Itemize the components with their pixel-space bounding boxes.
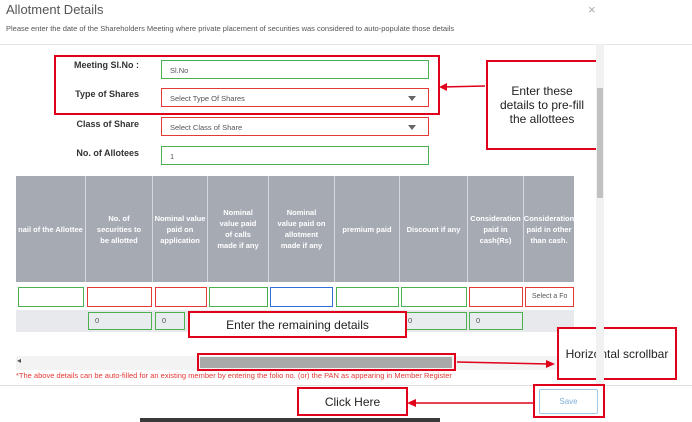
- nominal-application-input[interactable]: [155, 287, 207, 307]
- consideration-other-select[interactable]: Select a Fo: [525, 287, 574, 307]
- nominal-allotment-input[interactable]: [270, 287, 333, 307]
- class-of-share-value: Select Class of Share: [170, 123, 243, 132]
- header-no-of-securities: No. of securities to be allotted: [86, 176, 153, 282]
- class-of-share-select[interactable]: Select Class of Share: [161, 117, 429, 136]
- no-of-securities-input[interactable]: [87, 287, 152, 307]
- nominal-calls-input[interactable]: [209, 287, 268, 307]
- prefill-arrow: [439, 83, 486, 91]
- type-of-shares-select[interactable]: Select Type Of Shares: [161, 88, 429, 107]
- prefill-callout: Enter these details to pre-fill the allo…: [486, 60, 598, 150]
- class-of-share-label: Class of Share: [76, 119, 139, 129]
- footer-divider: [0, 385, 692, 386]
- prefill-highlight-box: [54, 55, 440, 115]
- save-button[interactable]: Save: [539, 389, 598, 414]
- header-nominal-value-application: Nominal value paid on application: [153, 176, 208, 282]
- table-header: [16, 176, 574, 282]
- header-divider: [0, 44, 692, 45]
- no-of-allotees-label: No. of Allotees: [76, 148, 139, 158]
- total-nominal-application: 0: [155, 312, 185, 330]
- total-consideration-cash: 0: [469, 312, 523, 330]
- header-nominal-value-calls: Nominal value paid of calls made if any: [208, 176, 269, 282]
- horizontal-scrollbar-thumb[interactable]: [200, 357, 452, 368]
- chevron-down-icon: [408, 96, 416, 101]
- discount-input[interactable]: [401, 287, 467, 307]
- autofill-footnote: *The above details can be auto-filled fo…: [16, 371, 452, 380]
- consideration-cash-input[interactable]: [469, 287, 523, 307]
- meeting-sl-no-input[interactable]: Sl.No: [161, 60, 429, 79]
- header-nominal-value-allotment: Nominal value paid on allotment made if …: [269, 176, 335, 282]
- no-of-allotees-input[interactable]: 1: [161, 146, 429, 165]
- total-discount: 0: [401, 312, 467, 330]
- type-of-shares-label: Type of Shares: [75, 89, 139, 99]
- header-email-of-allottee: nail of the Allottee: [16, 176, 86, 282]
- vertical-scrollbar[interactable]: [596, 44, 604, 384]
- save-highlight-box: [533, 384, 605, 418]
- chevron-down-icon: [408, 125, 416, 130]
- remaining-details-callout: Enter the remaining details: [188, 311, 407, 338]
- header-consideration-cash: Consideration paid in cash(Rs): [468, 176, 524, 282]
- header-consideration-other: Consideration paid in other than cash.: [524, 213, 574, 245]
- total-securities: 0: [88, 312, 152, 330]
- dialog-subtitle: Please enter the date of the Shareholder…: [6, 24, 455, 33]
- allottee-email-input[interactable]: [18, 287, 84, 307]
- scrollbar-arrow: [456, 360, 555, 368]
- vertical-scrollbar-thumb[interactable]: [597, 88, 603, 198]
- header-premium-paid: premium paid: [335, 176, 400, 282]
- premium-paid-input[interactable]: [336, 287, 399, 307]
- meeting-sl-no-label: Meeting Sl.No :: [74, 60, 139, 70]
- scrollbar-callout: Horizontal scrollbar: [557, 327, 677, 380]
- dialog-title: Allotment Details: [6, 2, 104, 17]
- click-here-arrow: [407, 399, 535, 407]
- close-icon[interactable]: ×: [588, 2, 596, 17]
- type-of-shares-value: Select Type Of Shares: [170, 94, 245, 103]
- scrollbar-highlight-box: [197, 353, 456, 371]
- click-here-callout: Click Here: [297, 387, 408, 416]
- scroll-left-arrow-icon[interactable]: ◂: [17, 356, 22, 365]
- background-strip: [140, 418, 440, 422]
- header-discount: Discount if any: [400, 176, 468, 282]
